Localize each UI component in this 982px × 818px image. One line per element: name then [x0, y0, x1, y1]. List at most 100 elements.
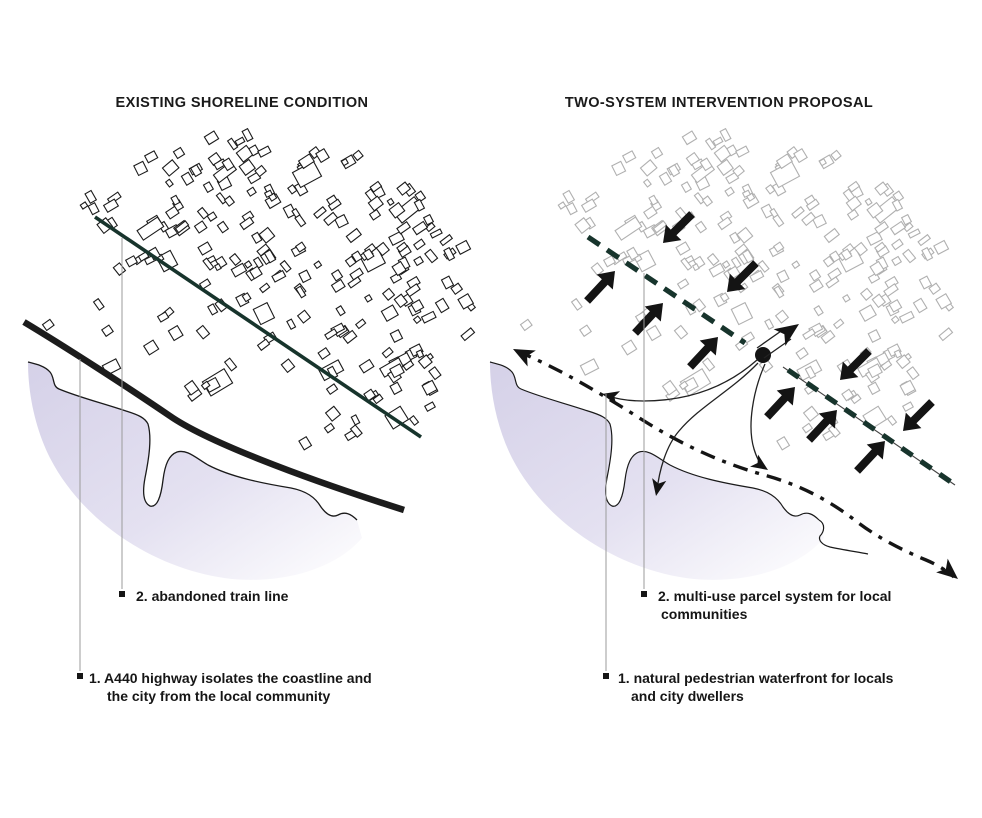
- building-footprint: [389, 381, 403, 396]
- building-footprint: [417, 354, 433, 370]
- building-footprint: [315, 148, 330, 164]
- building-footprint: [197, 241, 213, 256]
- building-footprint: [802, 328, 816, 341]
- building-footprint: [455, 239, 472, 256]
- building-footprint: [429, 228, 443, 239]
- building-footprint: [693, 192, 706, 205]
- building-footprint: [405, 283, 421, 298]
- building-footprint: [347, 276, 362, 289]
- building-footprint: [388, 201, 406, 219]
- building-footprint: [200, 380, 211, 391]
- building-footprint: [793, 148, 808, 164]
- parcel-line-upper: [586, 234, 747, 346]
- building-footprint: [421, 379, 438, 396]
- building-footprint: [206, 211, 218, 222]
- building-footprint: [263, 189, 274, 199]
- building-footprint: [867, 329, 882, 343]
- building-footprint: [381, 287, 396, 301]
- building-footprint: [369, 180, 383, 193]
- label-line: 1. natural pedestrian waterfront for loc…: [618, 670, 894, 686]
- building-footprint: [732, 164, 745, 178]
- building-footprint: [223, 357, 238, 372]
- building-footprint: [457, 293, 475, 310]
- legend-bullet: [119, 591, 125, 597]
- building-footprint: [313, 260, 323, 270]
- building-footprint: [423, 401, 437, 412]
- building-footprint: [367, 195, 385, 212]
- building-footprint: [734, 243, 749, 257]
- building-footprint: [867, 381, 881, 396]
- building-footprint: [391, 260, 407, 277]
- building-footprint: [867, 363, 883, 379]
- waterfront-arrowhead-se-icon: [936, 558, 964, 586]
- building-footprint: [323, 422, 336, 434]
- building-footprint: [87, 202, 100, 216]
- building-footprint: [213, 263, 222, 272]
- building-footprint: [917, 233, 932, 247]
- building-footprint: [161, 159, 180, 177]
- building-footprint: [614, 216, 643, 241]
- building-footprint: [223, 195, 236, 207]
- building-footprint: [701, 357, 716, 372]
- building-footprint: [706, 252, 720, 267]
- building-footprint: [735, 145, 750, 158]
- building-footprint: [133, 160, 149, 177]
- building-footprint: [801, 422, 814, 434]
- building-footprint: [921, 246, 934, 262]
- building-footprint: [344, 255, 357, 268]
- building-footprint: [846, 208, 860, 221]
- flow-curve-east: [750, 363, 766, 469]
- building-footprint: [692, 298, 707, 313]
- building-footprint: [741, 189, 752, 199]
- building-footprint: [850, 393, 862, 405]
- building-footprint: [413, 238, 426, 251]
- legend-bullet: [641, 591, 647, 597]
- building-footprint: [325, 383, 339, 396]
- building-footprint: [434, 297, 450, 314]
- building-footprint: [741, 249, 755, 264]
- building-footprint: [823, 227, 841, 244]
- building-footprint: [724, 186, 735, 197]
- building-footprint: [174, 220, 190, 234]
- flow-ne-line-1: [756, 328, 785, 349]
- right-map: [489, 127, 964, 671]
- building-footprint: [730, 256, 742, 269]
- building-footprint: [363, 388, 377, 402]
- building-footprint: [729, 231, 741, 244]
- building-footprint: [271, 269, 287, 283]
- hub-arrowhead-ne-icon: [773, 315, 805, 347]
- left-map: [22, 127, 477, 671]
- building-footprint: [345, 227, 363, 244]
- building-footprint: [252, 256, 264, 269]
- water-area: [490, 362, 824, 580]
- building-footprint: [92, 297, 105, 311]
- building-footprint: [902, 221, 914, 233]
- building-footprint: [402, 359, 415, 371]
- building-footprint: [802, 405, 820, 422]
- building-footprint: [808, 269, 822, 282]
- building-footprint: [874, 221, 890, 235]
- building-footprint: [313, 206, 327, 219]
- arrow-ne-icon: [758, 379, 804, 425]
- building-footprint: [350, 250, 364, 263]
- building-footprint: [847, 180, 861, 193]
- building-footprint: [760, 203, 775, 219]
- building-footprint: [891, 198, 904, 212]
- building-footprint: [263, 249, 277, 264]
- building-footprint: [893, 349, 903, 359]
- building-footprint: [241, 292, 252, 303]
- left-panel-title: EXISTING SHORELINE CONDITION: [115, 95, 369, 111]
- building-footprint: [342, 329, 358, 345]
- building-footprint: [906, 366, 920, 381]
- building-footprint: [699, 157, 713, 172]
- building-footprint: [650, 146, 664, 160]
- building-footprint: [180, 171, 195, 186]
- building-footprint: [41, 318, 55, 332]
- building-footprint: [410, 298, 425, 313]
- building-footprint: [428, 366, 442, 381]
- building-footprint: [375, 241, 391, 257]
- building-footprint: [252, 301, 276, 326]
- building-footprint: [251, 231, 263, 244]
- building-footprint: [832, 318, 845, 330]
- arrow-sw-icon: [895, 394, 940, 439]
